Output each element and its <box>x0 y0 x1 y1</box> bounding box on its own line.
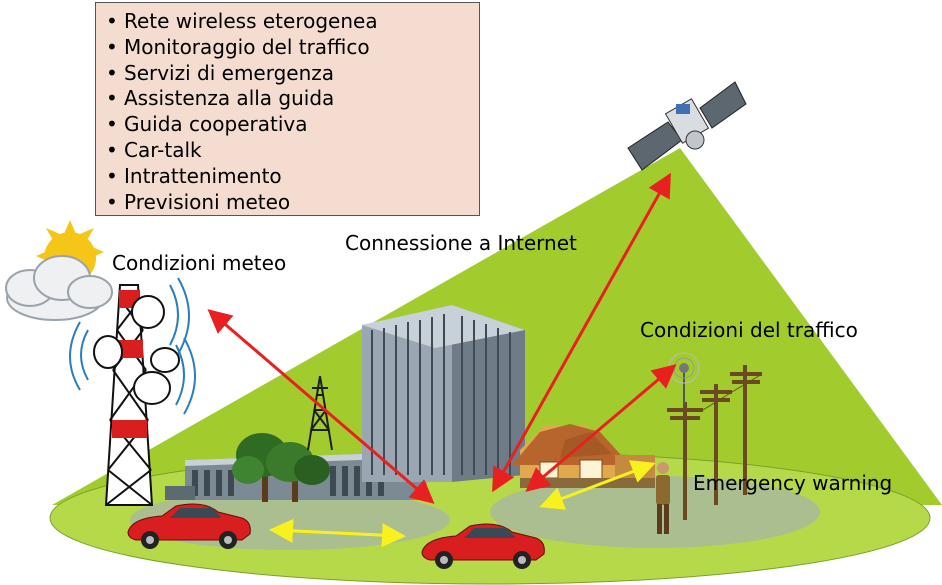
list-item: Rete wireless eterogenea <box>106 9 479 35</box>
weather-label: Condizioni meteo <box>112 251 287 275</box>
link-house-to-person <box>539 460 656 510</box>
list-item: Previsioni meteo <box>106 190 479 216</box>
list-item: Servizi di emergenza <box>106 61 479 87</box>
traffic-label: Condizioni del traffico <box>640 318 858 342</box>
car-icon <box>421 523 545 569</box>
car-icon <box>127 503 251 549</box>
link-tower-to-car <box>207 309 435 504</box>
services-list: Rete wireless eterogenea Monitoraggio de… <box>106 9 479 215</box>
office-building-icon <box>362 305 525 482</box>
list-item: Assistenza alla guida <box>106 86 479 112</box>
list-item: Car-talk <box>106 138 479 164</box>
list-item: Guida cooperativa <box>106 112 479 138</box>
list-item: Monitoraggio del traffico <box>106 35 479 61</box>
services-list-box: Rete wireless eterogenea Monitoraggio de… <box>95 2 480 216</box>
satellite-icon <box>627 81 747 171</box>
utility-pole-icon <box>667 365 762 520</box>
link-satellite-to-ground <box>492 172 671 493</box>
list-item: Intrattenimento <box>106 164 479 190</box>
sun-cloud-icon <box>5 220 113 321</box>
antenna-tower-icon <box>69 277 196 506</box>
internet-label: Connessione a Internet <box>345 231 577 255</box>
link-car-to-car <box>269 518 406 548</box>
emergency-label: Emergency warning <box>693 471 893 495</box>
